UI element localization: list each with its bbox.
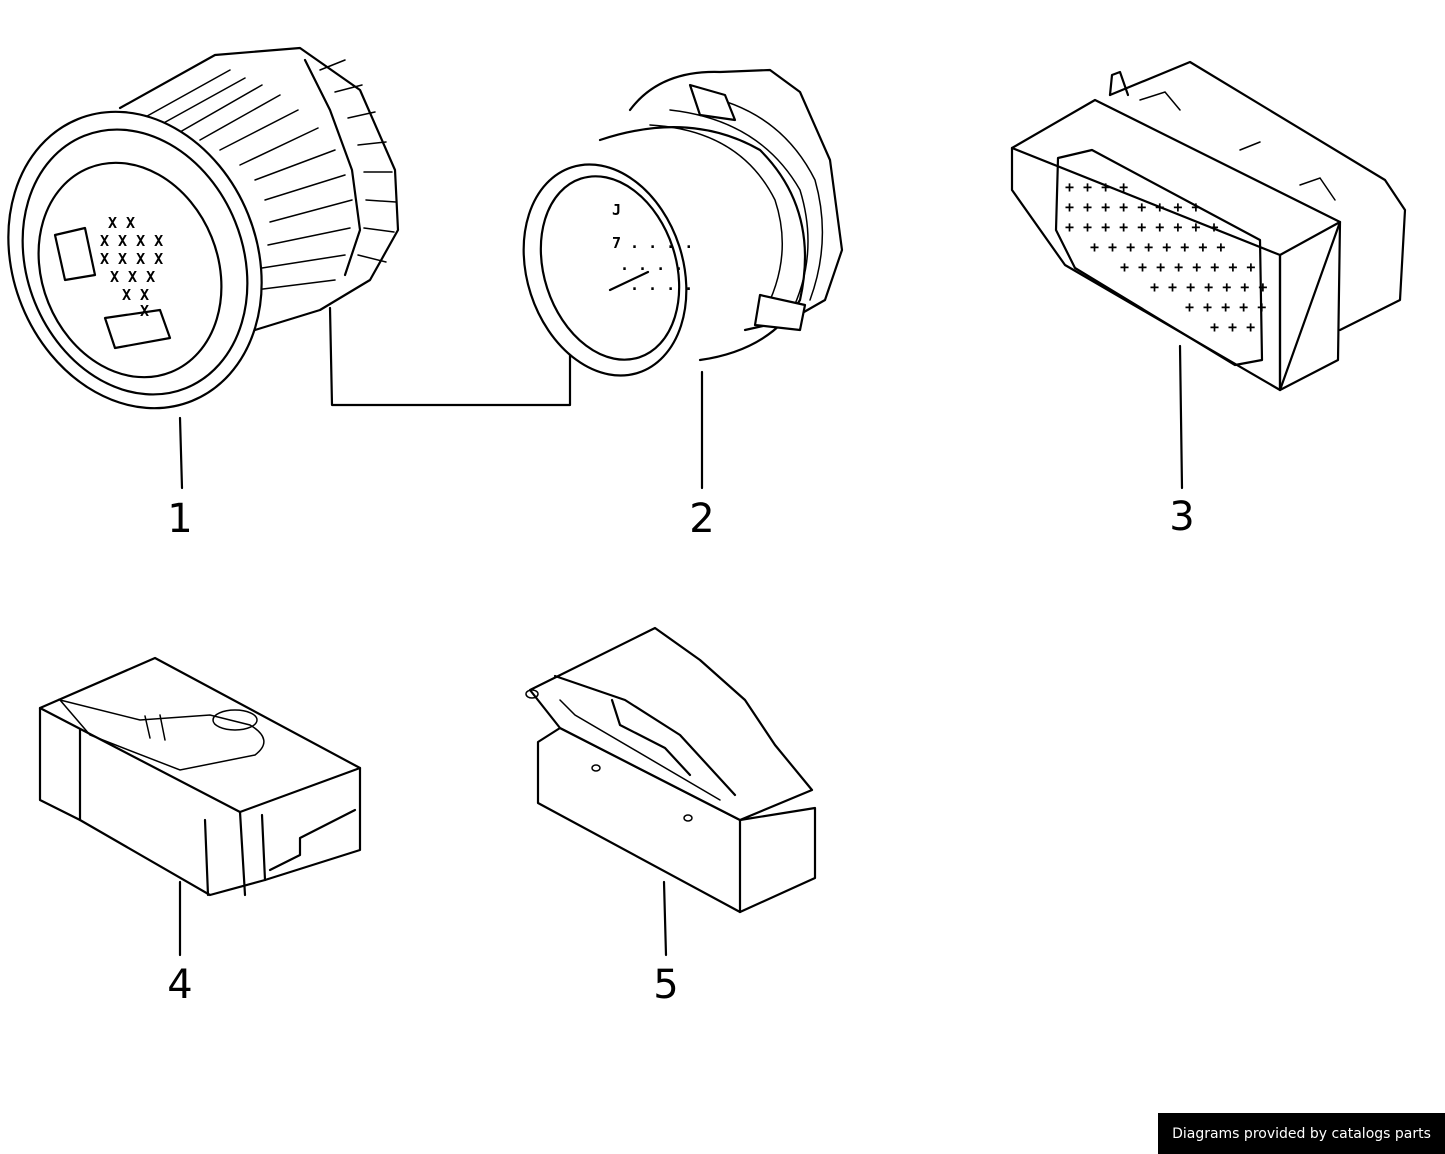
svg-text:X X: X X [108, 214, 135, 232]
box-connector-icon[interactable] [525, 626, 817, 914]
svg-text:+ + +: + + + [1210, 318, 1255, 336]
svg-text:+ + + + + + + +: + + + + + + + + [1065, 198, 1200, 216]
callout-1: 1 [167, 496, 192, 542]
svg-text:X X: X X [122, 286, 149, 304]
svg-text:X X X X: X X X X [100, 232, 163, 250]
svg-text:+ + + +: + + + + [1065, 178, 1128, 196]
leader-line-1 [178, 416, 184, 490]
credit-banner: Diagrams provided by catalogs parts [1158, 1113, 1445, 1154]
round-connector-plug-icon[interactable]: J 7 . . . . . . . . . . . . [497, 68, 844, 397]
flat-connector-icon[interactable] [38, 656, 362, 897]
connector-link-line [328, 306, 572, 407]
svg-text:+ + + + +: + + + + + [1185, 298, 1266, 316]
callout-5: 5 [653, 962, 678, 1008]
svg-text:+ + + + + + + + +: + + + + + + + + + [1065, 218, 1219, 236]
svg-text:+ + + + + + + +: + + + + + + + + [1090, 238, 1225, 256]
callout-3: 3 [1169, 494, 1194, 540]
svg-text:X X X X: X X X X [100, 250, 163, 268]
callout-4: 4 [167, 962, 192, 1008]
svg-text:. . . .: . . . . [630, 276, 693, 294]
svg-text:X X X: X X X [110, 268, 155, 286]
svg-text:J: J [612, 201, 621, 219]
svg-text:+ + + + + + +: + + + + + + + [1150, 278, 1267, 296]
leader-line-5 [662, 880, 668, 957]
leader-line-3 [1178, 344, 1184, 490]
callout-2: 2 [689, 496, 714, 542]
svg-text:7 . . . .: 7 . . . . [612, 234, 693, 252]
svg-text:. . . .: . . . . [620, 256, 683, 274]
svg-text:+ + + + + + + +: + + + + + + + + [1120, 258, 1255, 276]
svg-text:X: X [140, 302, 149, 320]
rectangular-multipin-connector-icon[interactable]: + + + + + + + + + + + + + + + + + + + + … [1010, 60, 1407, 392]
round-connector-housing-icon[interactable]: X X X X X X X X X X X X X X X X [0, 46, 400, 447]
